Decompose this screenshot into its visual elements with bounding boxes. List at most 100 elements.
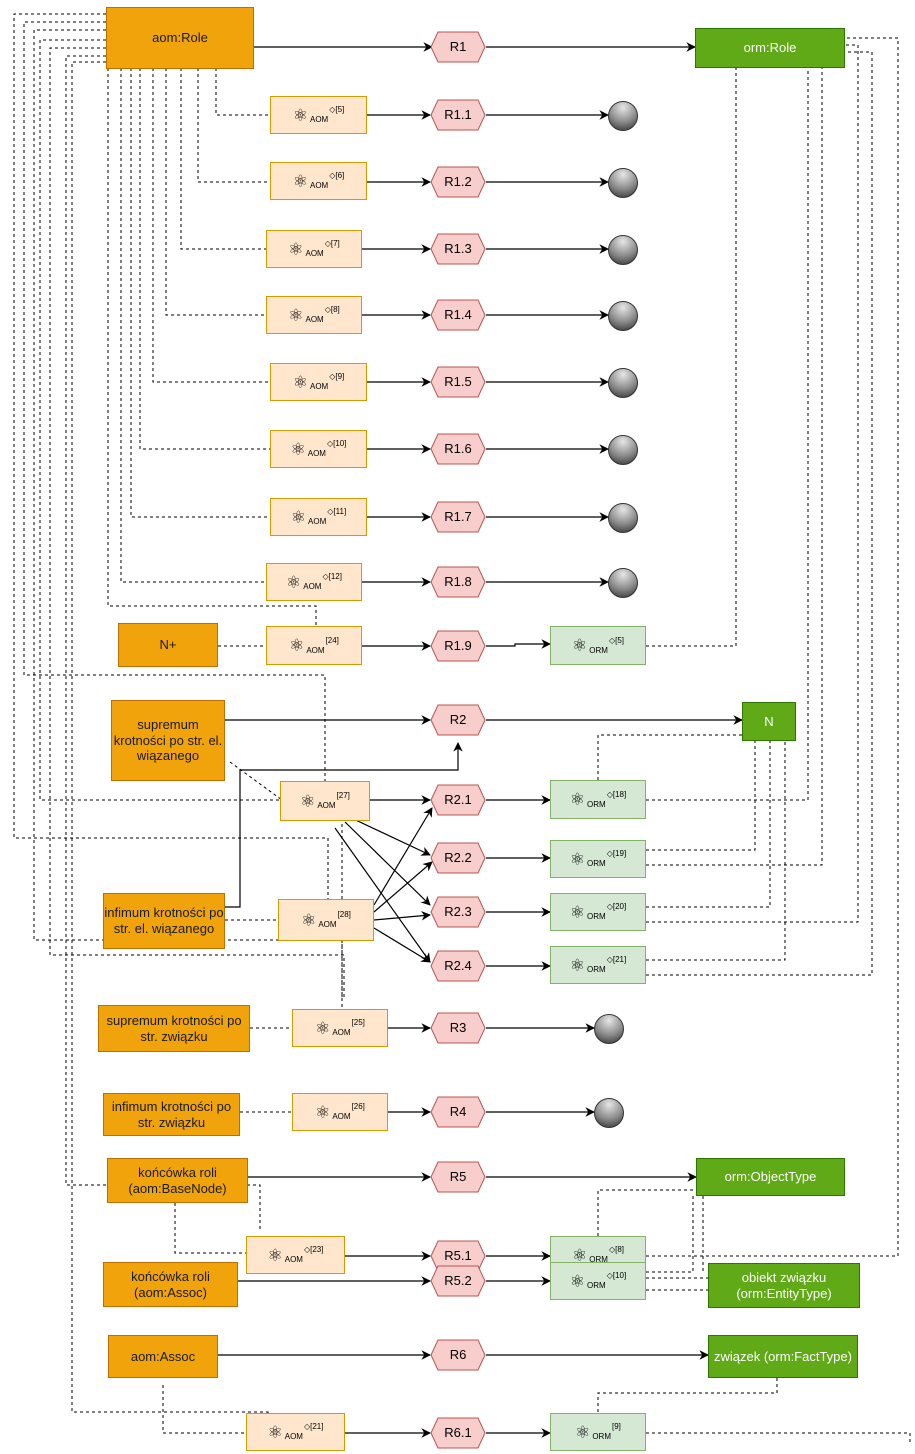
pattern-subscript: AOM [318,920,337,930]
pattern-superscript: [24] [325,635,339,645]
source-infimum-assoc: infimum krotności po str. związku [103,1093,240,1136]
rule-hexagon: R6.1 [430,1417,486,1449]
terminal-node [608,368,638,398]
rule-label: R2.4 [444,958,472,974]
link-orm18-n [597,734,744,780]
arrow-p27-r24 [334,827,431,963]
rule-hexagon: R2.3 [430,896,486,928]
rule-hexagon: R1.5 [430,366,486,398]
rule-label: R1.1 [444,107,472,123]
atom-icon: ⚛ [315,1102,331,1122]
orm-pattern: ⚛ORM◇[20] [550,893,646,931]
link-orm21-n [646,741,786,961]
orm-pattern: ⚛ORM◇[18] [550,780,646,819]
pattern-subscript: AOM [332,1112,351,1122]
link-orm8-role [646,37,899,1257]
link-role-p6 [197,38,270,183]
aom-pattern: ⚛AOM[27] [280,781,370,821]
orm-pattern: ⚛ORM◇[5] [550,626,646,665]
aom-pattern: ⚛AOM◇[11] [270,498,367,536]
atom-icon: ⚛ [572,1245,588,1265]
rule-label: R6 [449,1347,467,1363]
atom-icon: ⚛ [267,1422,283,1442]
atom-icon: ⚛ [286,572,302,592]
source-aom-role: aom:Role [106,7,254,69]
aom-pattern: ⚛AOM◇[6] [270,162,367,200]
rule-hexagon: R1.9 [430,630,486,662]
link-orm20-n [646,741,771,908]
pattern-subscript: AOM [307,449,326,459]
pattern-superscript: ◇[10] [326,439,347,449]
rule-hexagon: R1.2 [430,166,486,198]
pattern-superscript: ◇[18] [606,789,627,799]
link-role-p26 [39,39,343,1015]
atom-icon: ⚛ [315,1018,331,1038]
link-orm18-role [646,68,809,801]
pattern-superscript: ◇[21] [606,955,627,965]
aom-pattern: ⚛AOM[24] [266,626,362,665]
link-orm5-role [646,68,737,647]
link-sup-p27 [229,761,283,801]
pattern-subscript: ORM [592,1432,611,1442]
atom-icon: ⚛ [267,1245,283,1265]
arrow-inf-r2 [225,742,463,908]
pattern-superscript: [26] [351,1102,365,1112]
target-obiekt-zwiazku: obiekt związku (orm:EntityType) [708,1263,860,1308]
rule-label: R1.7 [444,509,472,525]
atom-icon: ⚛ [290,507,307,527]
link-role-p9 [152,38,270,383]
target-orm-role: orm:Role [695,28,845,68]
rule-hexagon: R2 [430,704,486,736]
link-assoc-p21 [162,1385,246,1434]
orm-pattern: ⚛ORM◇[10] [550,1262,646,1300]
pattern-subscript: ORM [589,645,608,655]
rule-hexagon: R2.1 [430,784,486,816]
rule-hexagon: R1.7 [430,501,486,533]
terminal-node [608,435,638,465]
arrow-p28-r21 [373,807,433,906]
rule-label: R1.4 [444,307,472,323]
rule-label: R2 [449,712,467,728]
rule-hexagon: R1.1 [430,99,486,131]
atom-icon: ⚛ [300,791,316,811]
link-orm9-zwiazek [597,1378,778,1412]
aom-pattern: ⚛AOM◇[12] [266,563,362,601]
pattern-subscript: AOM [308,517,327,527]
orm-pattern: ⚛ORM◇[21] [550,946,646,984]
aom-pattern: ⚛AOM◇[7] [266,230,362,268]
pattern-subscript: ORM [587,799,606,809]
pattern-subscript: AOM [284,1255,303,1265]
link-role-p11 [130,38,270,518]
link-role-p24 [107,38,317,625]
atom-icon: ⚛ [569,790,586,809]
aom-pattern: ⚛AOM◇[8] [266,296,362,334]
atom-icon: ⚛ [292,171,308,191]
pattern-superscript: [27] [336,791,350,801]
rule-hexagon: R6 [430,1339,486,1371]
source-aom-assoc: aom:Assoc [108,1335,218,1378]
pattern-superscript: ◇[19] [606,849,627,859]
rule-hexagon: R1.3 [430,233,486,265]
pattern-subscript: AOM [332,1028,351,1038]
rule-label: R1 [449,39,467,55]
atom-icon: ⚛ [575,1422,591,1442]
atom-icon: ⚛ [569,955,586,975]
link-role-p8 [165,38,268,316]
source-supremum-assoc: supremum krotności po str. związku [98,1005,250,1052]
rule-label: R2.2 [444,850,472,866]
rule-label: R1.6 [444,441,472,457]
rule-label: R6.1 [444,1425,472,1441]
rule-label: R1.5 [444,374,472,390]
link-role-p7 [180,38,268,250]
pattern-subscript: AOM [306,645,325,655]
pattern-superscript: ◇[20] [606,902,627,912]
pattern-superscript: [9] [612,1422,621,1432]
terminal-node [608,568,638,598]
arrow-p28-r23 [373,910,431,921]
aom-pattern: ⚛AOM[28] [278,899,374,941]
rule-hexagon: R1.6 [430,433,486,465]
rule-label: R2.3 [444,904,472,920]
rule-label: R2.1 [444,792,472,808]
link-role-p27 [23,21,326,790]
pattern-subscript: ORM [587,965,606,975]
